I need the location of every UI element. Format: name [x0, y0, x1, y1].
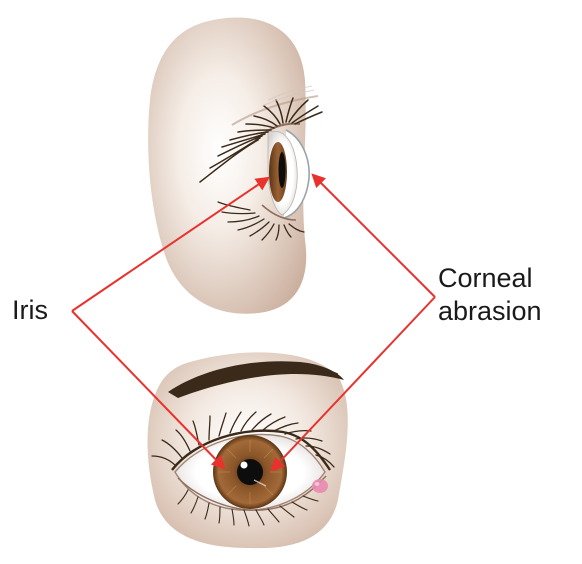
eye-side-view-illustration	[148, 18, 322, 314]
abrasion-arrow-to-side-view	[313, 175, 435, 297]
front-view-highlight	[241, 462, 248, 469]
front-view-caruncle	[312, 479, 328, 493]
front-view-pupil	[237, 459, 263, 485]
corneal-abrasion-label: Corneal abrasion	[438, 262, 542, 328]
corneal-abrasion-label-line1: Corneal	[438, 262, 542, 295]
eye-front-view-illustration	[148, 352, 348, 548]
front-view-caruncle-highlight	[315, 482, 320, 486]
iris-label: Iris	[12, 294, 48, 327]
side-view-pupil	[279, 152, 286, 188]
corneal-abrasion-label-line2: abrasion	[438, 295, 542, 328]
